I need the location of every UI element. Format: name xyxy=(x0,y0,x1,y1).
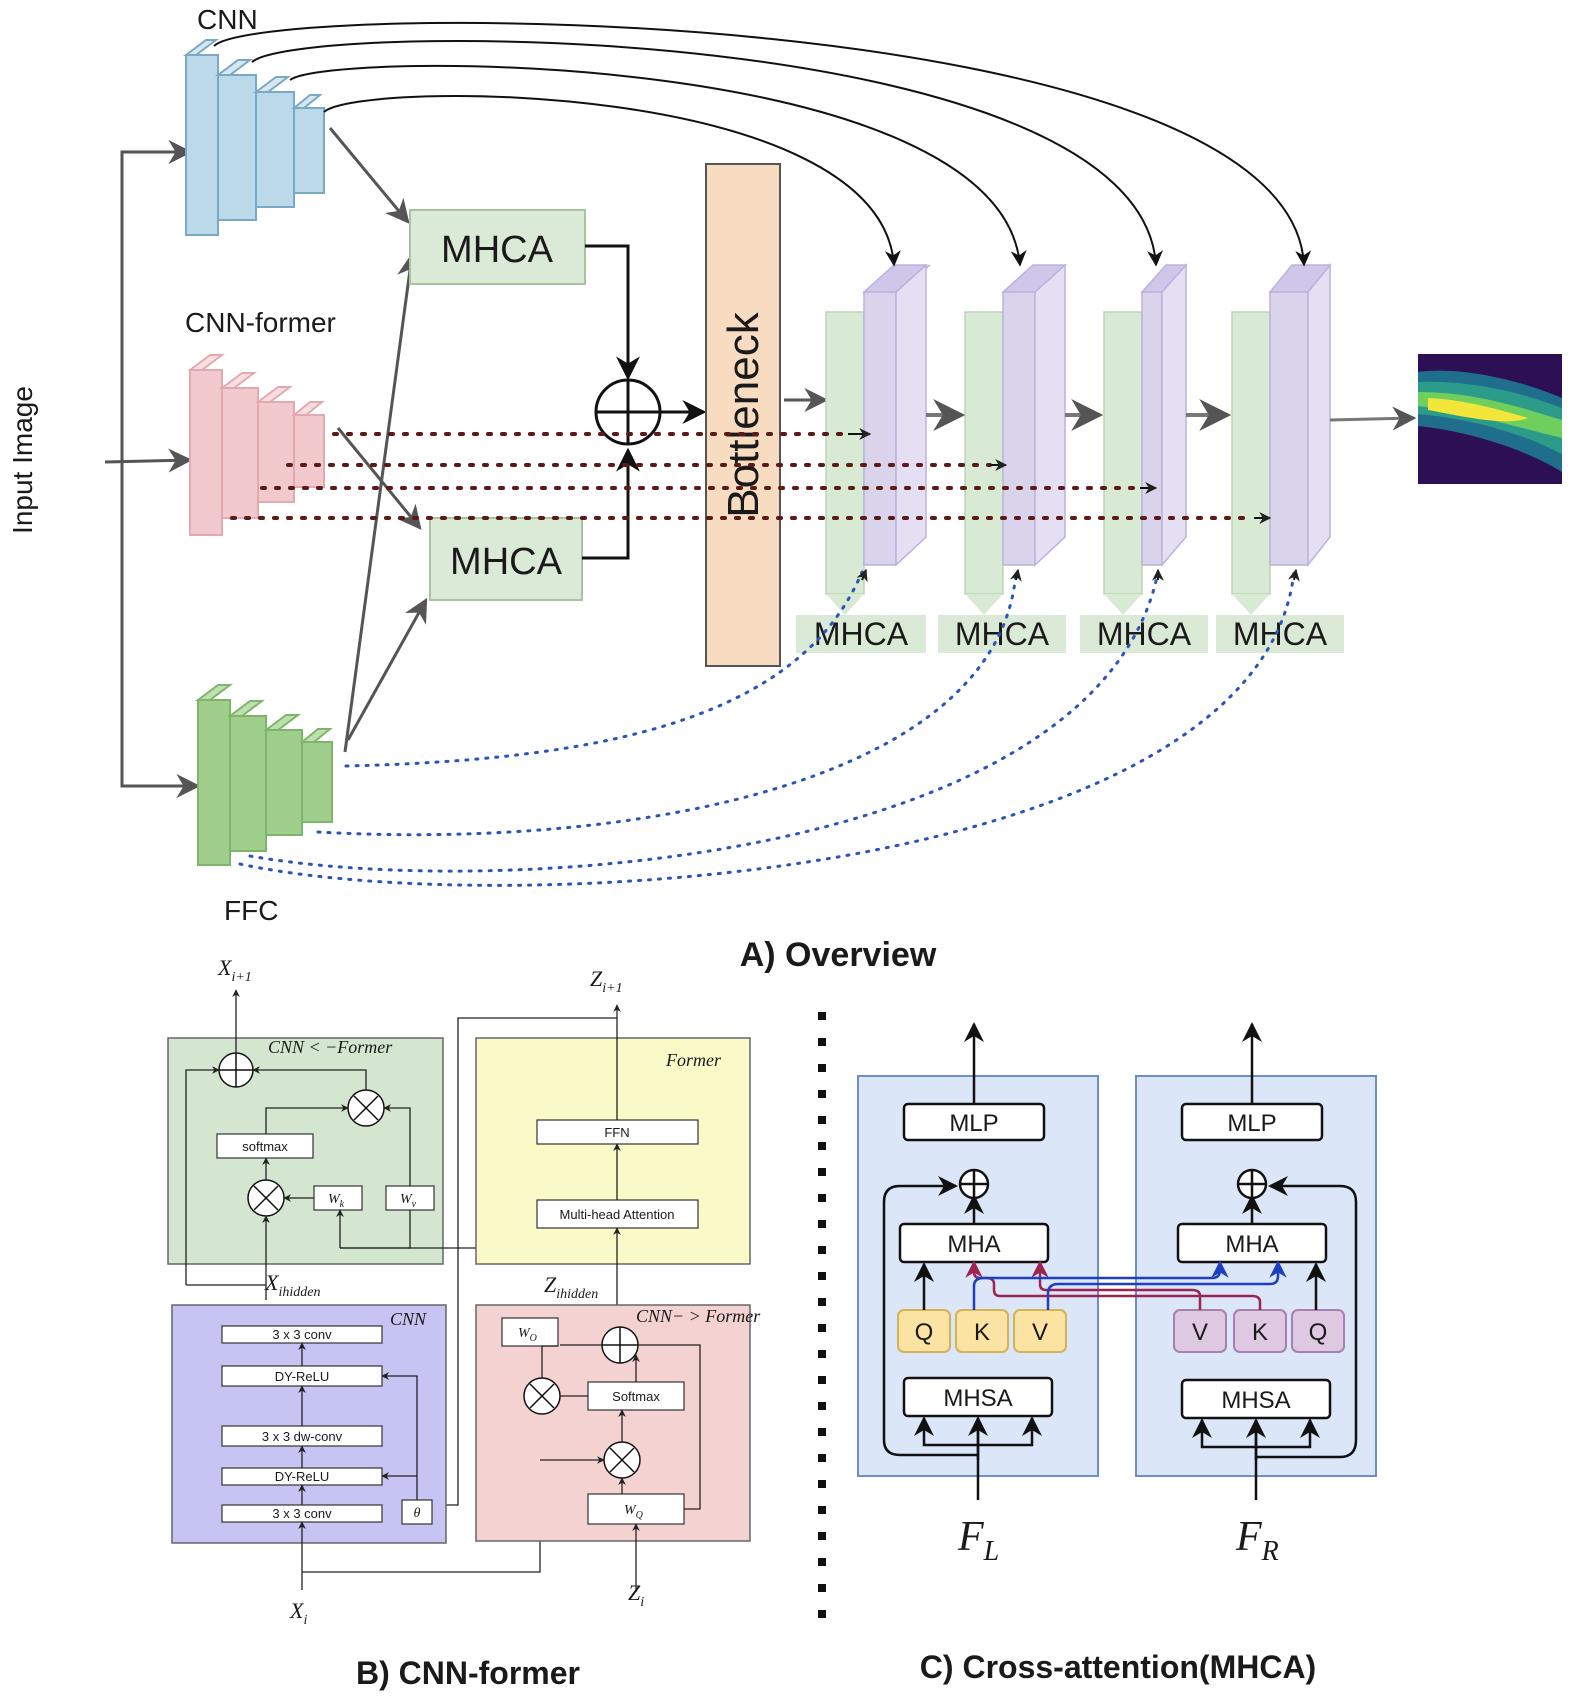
fusion-mhca-bottom-label: MHCA xyxy=(450,541,563,583)
cross-links-red xyxy=(965,1260,1262,1310)
x-in-label: Xi xyxy=(289,1598,307,1628)
right-token-q xyxy=(1291,1309,1345,1353)
bottleneck-block xyxy=(705,163,781,667)
right-input-label: FR xyxy=(1235,1514,1279,1567)
former-box xyxy=(475,1037,751,1265)
mha-label: Multi-head Attention xyxy=(560,1207,675,1222)
cnn-former-encoder: CNN-former xyxy=(185,307,336,536)
former-title: Former xyxy=(665,1050,722,1070)
cnn-label: CNN xyxy=(197,4,258,35)
fusion-mhca-bottom xyxy=(429,517,583,601)
right-mlp-label: MLP xyxy=(1227,1110,1276,1137)
decoder-mhca-1-label: MHCA xyxy=(814,616,909,652)
left-token-k xyxy=(955,1309,1009,1353)
sum-node-cnn xyxy=(218,1052,254,1088)
cnn-layer-conv2-label: 3 x 3 conv xyxy=(272,1506,332,1521)
softmax-box-top xyxy=(216,1133,314,1159)
cnn-from-former-title: CNN < −Former xyxy=(268,1037,393,1057)
softmax-label-top: softmax xyxy=(242,1139,288,1154)
left-token-q-label: Q xyxy=(915,1319,934,1346)
ffn-label: FFN xyxy=(604,1125,629,1140)
wq-box xyxy=(587,1493,685,1525)
wo-box xyxy=(501,1317,559,1347)
cross-links-blue xyxy=(972,1260,1287,1310)
bottleneck-label: Bottleneck xyxy=(719,311,768,517)
cross-attention-panel: MLP MHA MHSA Q K V FL MLP MH xyxy=(857,1022,1377,1685)
mult-node-top xyxy=(347,1089,385,1127)
cnn-layer-dyrelu1-label: DY-ReLU xyxy=(275,1369,329,1384)
cnn-former-panel: CNN < −Former softmax Wk Wv xyxy=(167,955,761,1691)
cnn-skip-connections xyxy=(213,21,1312,267)
decoder-mhca-3 xyxy=(1080,615,1208,653)
input-arrow-cnn xyxy=(120,140,193,462)
overview-title: A) Overview xyxy=(740,936,937,974)
ffc-label: FFC xyxy=(224,895,278,926)
input-image-label: Input Image xyxy=(7,386,38,534)
input-arrow-cnn-former xyxy=(104,448,193,473)
mult-node-former-top xyxy=(523,1377,561,1415)
input-arrow-ffc xyxy=(120,462,201,798)
right-mha-label: MHA xyxy=(1225,1231,1278,1258)
fusion-mhca-top xyxy=(409,209,586,285)
fusion-mhca-top-label: MHCA xyxy=(441,229,554,271)
left-sum-node xyxy=(958,1168,990,1200)
decoder-block-2 xyxy=(964,263,1067,615)
decoder-block-1 xyxy=(825,263,931,615)
cross-attention-title: C) Cross-attention(MHCA) xyxy=(920,1649,1316,1685)
decoder-mhca-4 xyxy=(1216,615,1344,653)
left-token-v-label: V xyxy=(1032,1319,1048,1346)
theta-box xyxy=(401,1499,433,1525)
multi-head-attention-box xyxy=(536,1199,699,1229)
right-token-q-label: Q xyxy=(1309,1319,1328,1346)
right-sum-node xyxy=(1236,1168,1268,1200)
decoder-mhca-3-label: MHCA xyxy=(1097,616,1192,652)
wk-label: Wk xyxy=(328,1192,345,1210)
left-mlp-label: MLP xyxy=(949,1110,998,1137)
x-next-label: Xi+1 xyxy=(217,955,252,985)
decoder-mhca-2 xyxy=(938,615,1066,653)
ffn-box xyxy=(536,1119,699,1145)
cnn-former-label: CNN-former xyxy=(185,307,336,338)
cnn-encoder: CNN xyxy=(183,4,325,236)
mult-node-former-bottom xyxy=(603,1441,641,1479)
cnn-former-title: B) CNN-former xyxy=(356,1655,580,1691)
sum-operator xyxy=(594,378,662,446)
left-input-label: FL xyxy=(957,1514,999,1567)
z-hidden-label: Zihidden xyxy=(544,1272,598,1302)
right-token-k-label: K xyxy=(1252,1319,1268,1346)
z-in-label: Zi xyxy=(628,1580,644,1610)
right-token-v-label: V xyxy=(1192,1319,1208,1346)
output-segmentation-image xyxy=(1418,354,1562,484)
decoder-mhca-1 xyxy=(796,615,926,653)
left-token-v xyxy=(1013,1309,1067,1353)
former-from-cnn-title: CNN− > Former xyxy=(636,1306,761,1326)
cnn-box-title: CNN xyxy=(390,1309,427,1329)
mult-node-bottom xyxy=(247,1179,285,1217)
left-token-k-label: K xyxy=(974,1319,990,1346)
left-mha-label: MHA xyxy=(947,1231,1000,1258)
wo-label: WO xyxy=(518,1326,537,1344)
ffc-skip-connections xyxy=(238,570,1296,887)
wv-label: Wv xyxy=(400,1192,417,1210)
left-mhsa-label: MHSA xyxy=(943,1385,1012,1412)
cnn-former-skip-connections xyxy=(230,432,1256,520)
cnn-layer-conv1-label: 3 x 3 conv xyxy=(272,1327,332,1342)
sum-node-former xyxy=(601,1326,639,1364)
cnn-box xyxy=(171,1304,447,1544)
theta-label: θ xyxy=(414,1506,421,1521)
cnn-layer-dyrelu2-label: DY-ReLU xyxy=(275,1469,329,1484)
wq-label: WQ xyxy=(624,1503,644,1521)
softmax-box-former xyxy=(587,1381,685,1411)
right-mhsa-label: MHSA xyxy=(1221,1387,1290,1414)
decoder-block-4 xyxy=(1231,262,1332,615)
ffc-encoder: FFC xyxy=(195,684,333,926)
decoder-mhca-2-label: MHCA xyxy=(955,616,1050,652)
softmax-label-former: Softmax xyxy=(612,1389,660,1404)
z-next-label: Zi+1 xyxy=(590,966,623,996)
x-hidden-label: Xihidden xyxy=(264,1270,320,1300)
overview-panel: Input Image CNN CNN-former xyxy=(7,4,1562,974)
decoder-block-3 xyxy=(1103,263,1188,615)
cnn-layer-dwconv-label: 3 x 3 dw-conv xyxy=(262,1429,343,1444)
